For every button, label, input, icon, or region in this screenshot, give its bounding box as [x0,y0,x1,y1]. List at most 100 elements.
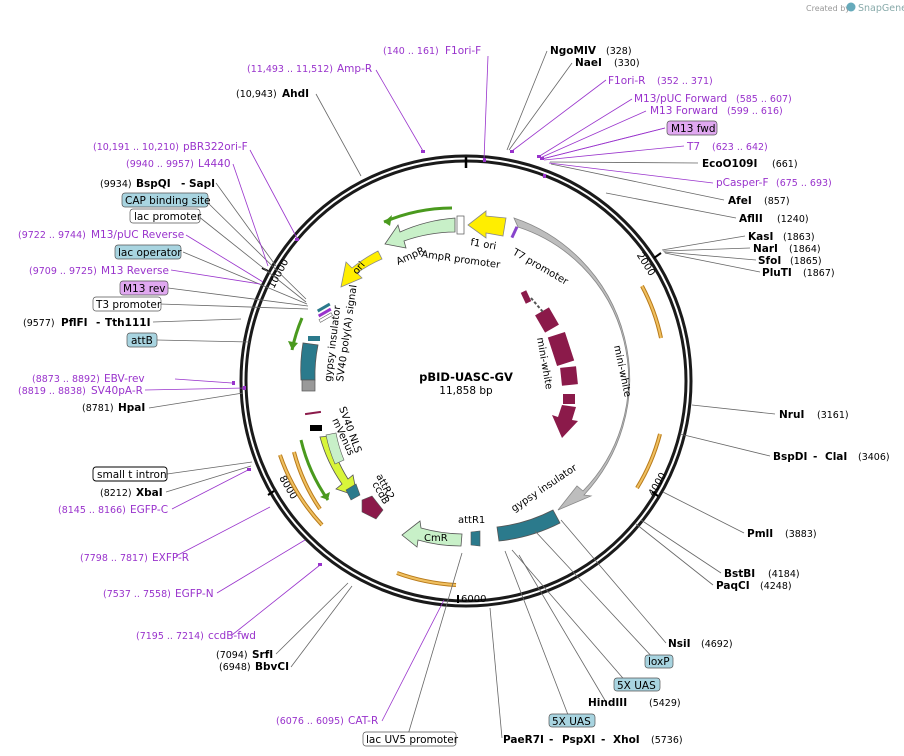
enzyme-ecoo109i[interactable]: EcoO109I [702,158,757,170]
enzyme-pspxi[interactable]: PspXI [562,734,595,746]
enzyme-aflii[interactable]: AflII [739,213,763,225]
primer-sv40pa-r-pos: (8819 .. 8838) [18,386,86,397]
enzyme-nari[interactable]: NarI [753,243,778,255]
enzyme-paqci[interactable]: PaqCI [716,580,750,592]
gypsy-insulator-right[interactable] [496,509,561,542]
enzyme-pmli[interactable]: PmlI [747,528,773,540]
enzyme-paer7i[interactable]: PaeR7I [503,734,544,746]
mvenus-start-mark [310,425,322,431]
primer-ccdb-fwd[interactable]: ccdB-fwd [208,630,256,642]
primer-exfp-r-pos: (7798 .. 7817) [80,553,148,564]
plasmid-size: 11,858 bp [439,385,493,397]
enzyme-hindiii[interactable]: HindIII [588,697,627,709]
enzyme-kasi[interactable]: KasI [748,231,773,243]
enzyme-sfoi[interactable]: SfoI [758,255,781,267]
enzyme-afei[interactable]: AfeI [728,195,752,207]
attb-label: attB [131,335,153,347]
lac-uv5-label: lac UV5 promoter [366,734,459,746]
uas-box-1[interactable] [613,677,661,692]
enzyme-separator-2: - [549,734,553,746]
enzyme-bspqi[interactable]: BspQI [136,178,171,190]
enzyme-separator-4: - [181,178,185,190]
primer-amp-r[interactable]: Amp-R [337,63,372,75]
primer-ticks [232,150,546,566]
enzyme-clai[interactable]: ClaI [825,451,847,463]
t3-promoter-box[interactable] [92,296,162,312]
enzyme-naei-pos: (330) [614,58,640,69]
enzyme-tth111i[interactable]: Tth111I [105,317,150,329]
gypsy-insulator-left[interactable] [300,342,319,381]
uas-label-1: 5X UAS [617,680,656,692]
enzyme-pflfi[interactable]: PflFI [61,317,88,329]
right-orange-arc-1-inner [641,285,662,339]
m13-fwd-box[interactable] [666,120,718,136]
primer-ccdb-fwd-pos: (7195 .. 7214) [136,631,204,642]
attb-box[interactable] [126,332,158,348]
ori-arrow[interactable] [340,250,383,288]
m13-rev-mark [317,307,332,318]
enzyme-xbai[interactable]: XbaI [136,487,163,499]
lac-promoter-box[interactable] [129,208,201,224]
sv40-green-arrowhead [288,341,298,350]
enzyme-bbvci[interactable]: BbvCI [255,661,289,673]
right-orange-arc-1 [640,285,663,339]
enzyme-srfi[interactable]: SrfI [252,649,273,661]
primer-m13-reverse[interactable]: M13 Reverse [101,265,169,277]
cmr-arrow[interactable] [401,520,463,548]
primer-cat-r[interactable]: CAT-R [348,715,378,727]
enzyme-nrui-pos: (3161) [817,410,849,421]
plasmid-name: pBID-UASC-GV [419,370,513,384]
snapgene-logo-icon [846,2,856,12]
ccdb-arrow[interactable] [361,495,384,520]
f1-ori-arrow[interactable] [467,210,507,239]
cap-binding-site-box[interactable] [121,192,209,208]
primer-m13-forward[interactable]: M13 Forward [650,105,718,117]
lac-operator-box[interactable] [114,244,182,260]
primer-l4440[interactable]: L4440 [198,158,231,170]
primer-f1ori-r-pos: (352 .. 371) [657,76,713,87]
enzyme-ahdi[interactable]: AhdI [282,88,309,100]
primer-pbr322ori-f[interactable]: pBR322ori-F [183,141,248,153]
small-t-intron-box[interactable] [92,466,168,482]
enzyme-nsii[interactable]: NsiI [668,638,691,650]
m13-rev-label: M13 rev [123,283,166,295]
mini-white-intron [530,297,544,313]
ampr-label: AmpR [395,246,427,268]
m13-rev-box[interactable] [119,280,169,296]
primer-pcasper-f[interactable]: pCasper-F [716,177,769,189]
primer-amp-r-pos: (11,493 .. 11,512) [247,64,333,75]
enzyme-hpai[interactable]: HpaI [118,402,145,414]
mini-white-exons[interactable] [520,290,578,438]
enzyme-bspdi[interactable]: BspDI [773,451,807,463]
enzyme-pluti[interactable]: PluTI [762,267,792,279]
primer-sv40pa-r[interactable]: SV40pA-R [91,385,143,397]
loxp-box[interactable] [644,654,674,669]
enzyme-bstbi[interactable]: BstBI [724,568,755,580]
ampr-arrow[interactable] [384,217,456,249]
enzyme-ngomiv[interactable]: NgoMIV [550,45,597,57]
primer-egfp-c[interactable]: EGFP-C [130,504,168,516]
enzyme-xhoi-pos: (5736) [651,735,683,746]
enzyme-hpai-pos: (8781) [82,403,114,414]
enzyme-xbai-pos: (8212) [100,488,132,499]
enzyme-sapi[interactable]: SapI [189,178,215,190]
small-t-intron-label: small t intron [97,469,167,481]
primer-f1ori-f[interactable]: F1ori-F [445,45,481,57]
enzyme-xhoi[interactable]: XhoI [613,734,640,746]
primer-ebv-rev[interactable]: EBV-rev [104,373,145,385]
primer-t7[interactable]: T7 [686,141,700,153]
lac-uv5-box[interactable] [362,731,457,747]
enzyme-srui[interactable]: NruI [779,409,804,421]
gypsy-cap [308,336,320,341]
uas-box-2[interactable] [548,713,596,728]
primer-m13-forward-pos: (599 .. 616) [727,106,783,117]
ampr-green-arrowhead [384,215,392,226]
primer-m13-puc-forward[interactable]: M13/pUC Forward [634,93,727,105]
primer-exfp-r[interactable]: EXFP-R [152,552,189,564]
primer-m13-puc-reverse[interactable]: M13/pUC Reverse [91,229,184,241]
enzyme-naei[interactable]: NaeI [575,57,602,69]
primer-f1ori-r[interactable]: F1ori-R [608,75,645,87]
ampr-promoter-mark [456,215,465,235]
primer-egfp-n[interactable]: EGFP-N [175,588,214,600]
mini-white-grey-arrow[interactable] [513,217,631,511]
